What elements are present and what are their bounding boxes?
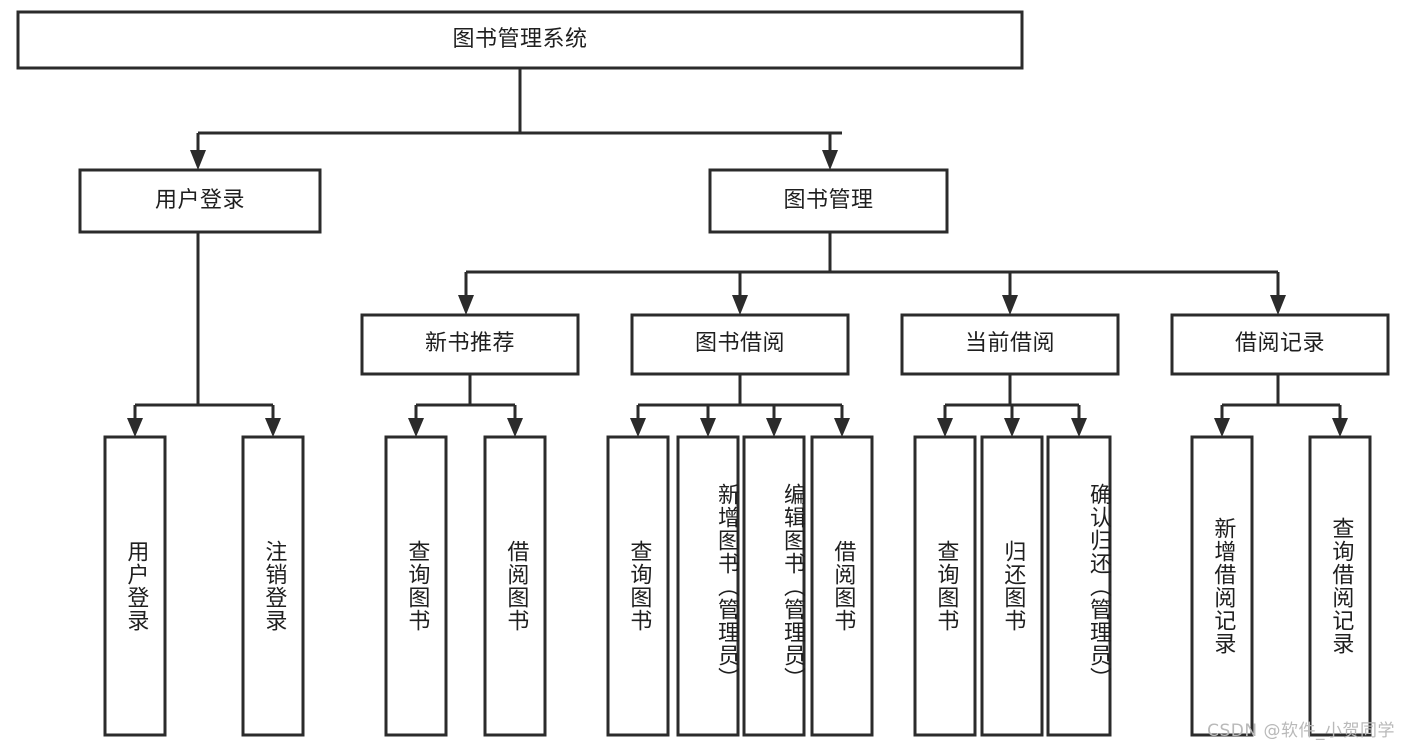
node-leaf-borrow-book-2-box[interactable] [810,435,874,737]
connector-userlogin-to-leaves [127,232,281,437]
node-leaf-query-book-2-box[interactable] [606,435,670,737]
node-leaf-add-book-box[interactable] [676,435,740,737]
connector-currentborrow-to-leaves [937,374,1087,437]
connector-booksys-to-level3 [458,232,1286,315]
node-root-box[interactable] [16,10,1024,70]
node-leaf-user-login-box[interactable] [103,435,167,737]
connector-root-to-level2 [190,68,842,170]
node-book-manage-box[interactable] [708,168,949,234]
connector-borrowrecord-to-leaves [1214,374,1348,437]
node-leaf-borrow-book-1-box[interactable] [483,435,547,737]
node-new-book-recommend-box[interactable] [360,313,580,376]
connector-bookborrow-to-leaves [630,374,850,437]
node-leaf-edit-book-box[interactable] [742,435,806,737]
node-leaf-query-record-box[interactable] [1308,435,1372,737]
node-leaf-add-record-box[interactable] [1190,435,1254,737]
node-user-login-box[interactable] [78,168,322,234]
connector-newbook-to-leaves [408,374,523,437]
node-leaf-query-book-1-box[interactable] [384,435,448,737]
node-borrow-record-box[interactable] [1170,313,1390,376]
node-leaf-confirm-return-box[interactable] [1046,435,1112,737]
node-current-borrow-box[interactable] [900,313,1120,376]
node-leaf-query-book-3-box[interactable] [913,435,977,737]
node-leaf-return-book-box[interactable] [980,435,1044,737]
node-book-borrow-box[interactable] [630,313,850,376]
node-leaf-logout-box[interactable] [241,435,305,737]
